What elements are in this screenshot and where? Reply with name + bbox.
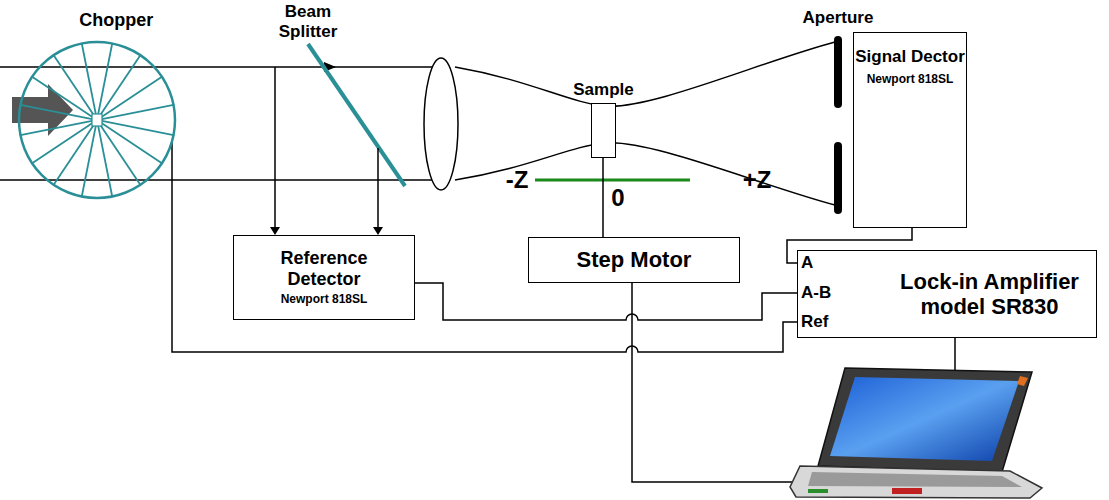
axis-label: +Z — [738, 166, 776, 194]
node-title: Sample — [573, 80, 633, 100]
signal-name: A-B — [801, 283, 831, 303]
aperture-blade — [834, 40, 842, 104]
signal-name: A — [801, 253, 813, 273]
data-cable — [632, 283, 806, 482]
signal-detector-box: Signal DectorNewport 818SL — [853, 32, 967, 228]
signal-cable — [172, 141, 797, 352]
data-cable — [954, 338, 956, 372]
beam-line — [0, 66, 440, 68]
focused-beam — [455, 143, 835, 205]
reference-detector-box: Reference DetectorNewport 818SL — [233, 235, 415, 320]
reflected-beam — [377, 148, 379, 228]
node-subtitle: Newport 818SL — [281, 293, 368, 307]
sample-holder: Sample — [591, 103, 616, 158]
beam-arrowhead — [270, 227, 280, 235]
chopper-wheel: Chopper — [17, 40, 177, 200]
chopper-blades — [17, 40, 177, 200]
node-subtitle: Newport 818SL — [867, 73, 954, 87]
lock-in-amplifier-box: Lock-in Amplifier model SR830 — [797, 250, 1097, 338]
beam-line — [0, 179, 440, 181]
node-title: Signal Dector — [855, 47, 965, 67]
reflected-beam — [274, 67, 276, 228]
laptop-icon — [790, 368, 1042, 498]
step-motor-box: Step Motor — [528, 237, 740, 283]
z-axis — [535, 179, 690, 182]
focused-beam — [455, 42, 835, 106]
axis-label: 0 — [608, 184, 628, 212]
aperture-blade — [834, 146, 842, 210]
lens — [424, 58, 458, 190]
node-title: Step Motor — [577, 247, 692, 272]
node-title: Reference Detector — [259, 248, 389, 289]
beam-arrowhead — [373, 227, 383, 235]
axis-label: -Z — [500, 166, 534, 194]
signal-cable — [602, 158, 604, 237]
part-name: Beam Splitter — [266, 2, 350, 41]
signal-name: Ref — [801, 312, 828, 332]
beam-splitter — [308, 44, 405, 186]
signal-cable — [415, 283, 797, 320]
part-name: Aperture — [796, 8, 880, 28]
node-title: Lock-in Amplifier model SR830 — [887, 269, 1092, 320]
node-title: Chopper — [79, 10, 153, 31]
